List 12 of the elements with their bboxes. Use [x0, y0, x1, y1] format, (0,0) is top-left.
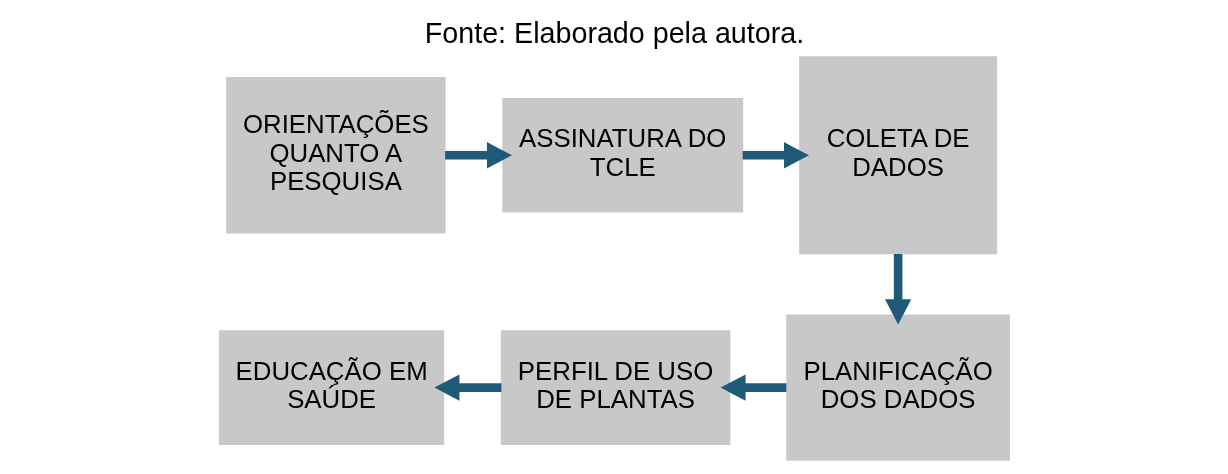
node-box: ORIENTAÇÕES QUANTO A PESQUISA — [225, 77, 446, 234]
caption: Fonte: Elaborado pela autora. — [424, 16, 804, 49]
node-box: PERFIL DE USO DE PLANTAS — [500, 330, 730, 445]
arrow — [433, 374, 501, 401]
arrow — [742, 142, 809, 169]
node-box: EDUCAÇÃO EM SAÚDE — [218, 330, 444, 445]
node-box: PLANIFICAÇÃO DOS DADOS — [785, 314, 1010, 461]
node-box: ASSINATURA DO TCLE — [501, 97, 743, 213]
arrow — [444, 142, 512, 169]
arrow — [720, 374, 786, 401]
node-box: COLETA DE DADOS — [798, 56, 997, 255]
arrow — [884, 254, 911, 325]
